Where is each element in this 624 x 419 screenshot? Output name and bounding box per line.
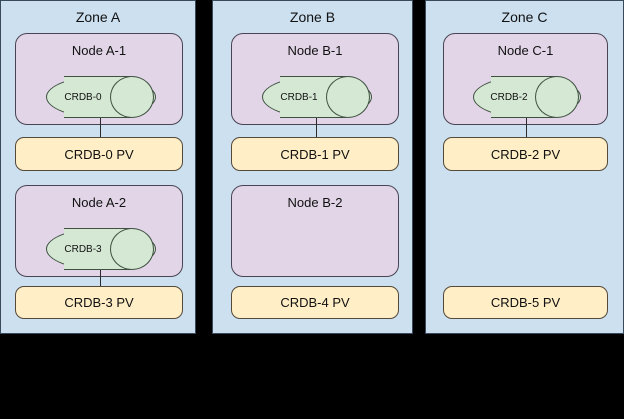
pv-crdb-1[interactable]: CRDB-1 PV [231, 137, 399, 171]
node-a-2[interactable]: Node A-2 CRDB-3 [15, 185, 183, 277]
connector-crdb-1-to-pv [316, 118, 317, 138]
zone-b: Zone B Node B-1 CRDB-1 CRDB-1 PV Node B-… [212, 0, 413, 334]
connector-crdb-2-to-pv [526, 118, 527, 138]
pv-crdb-4[interactable]: CRDB-4 PV [231, 286, 399, 319]
database-label: CRDB-1 [280, 91, 318, 103]
cylinder-end-cap [110, 76, 154, 118]
database-label: CRDB-2 [490, 91, 528, 103]
zone-a-title: Zone A [75, 9, 121, 25]
node-b-2[interactable]: Node B-2 [231, 185, 399, 277]
connector-crdb-3-to-pv [100, 270, 101, 288]
node-b-1[interactable]: Node B-1 CRDB-1 [231, 33, 399, 125]
zone-b-title: Zone B [289, 9, 336, 25]
database-label: CRDB-3 [64, 243, 102, 255]
pv-crdb-5[interactable]: CRDB-5 PV [443, 286, 608, 319]
zone-a: Zone A Node A-1 CRDB-0 CRDB-0 PV Node A-… [0, 0, 196, 334]
database-cylinder-crdb-0[interactable]: CRDB-0 [46, 76, 156, 118]
zone-c: Zone C Node C-1 CRDB-2 CRDB-2 PV CRDB-5 … [425, 0, 624, 334]
cylinder-end-cap [110, 228, 154, 270]
cylinder-end-cap [535, 76, 579, 118]
pv-crdb-3[interactable]: CRDB-3 PV [15, 286, 183, 319]
pv-crdb-0[interactable]: CRDB-0 PV [15, 137, 183, 171]
database-label: CRDB-0 [64, 91, 102, 103]
node-a-1-title: Node A-1 [71, 43, 127, 58]
cylinder-end-cap [326, 76, 370, 118]
node-a-1[interactable]: Node A-1 CRDB-0 [15, 33, 183, 125]
database-cylinder-crdb-2[interactable]: CRDB-2 [473, 76, 581, 118]
connector-crdb-0-to-pv [100, 118, 101, 138]
node-b-2-title: Node B-2 [287, 195, 343, 210]
zone-c-title: Zone C [501, 9, 548, 25]
pv-crdb-2[interactable]: CRDB-2 PV [443, 137, 608, 171]
node-b-1-title: Node B-1 [287, 43, 343, 58]
database-cylinder-crdb-1[interactable]: CRDB-1 [262, 76, 372, 118]
database-cylinder-crdb-3[interactable]: CRDB-3 [46, 228, 156, 270]
node-c-1[interactable]: Node C-1 CRDB-2 [443, 33, 608, 125]
node-c-1-title: Node C-1 [497, 43, 554, 58]
node-a-2-title: Node A-2 [71, 195, 127, 210]
